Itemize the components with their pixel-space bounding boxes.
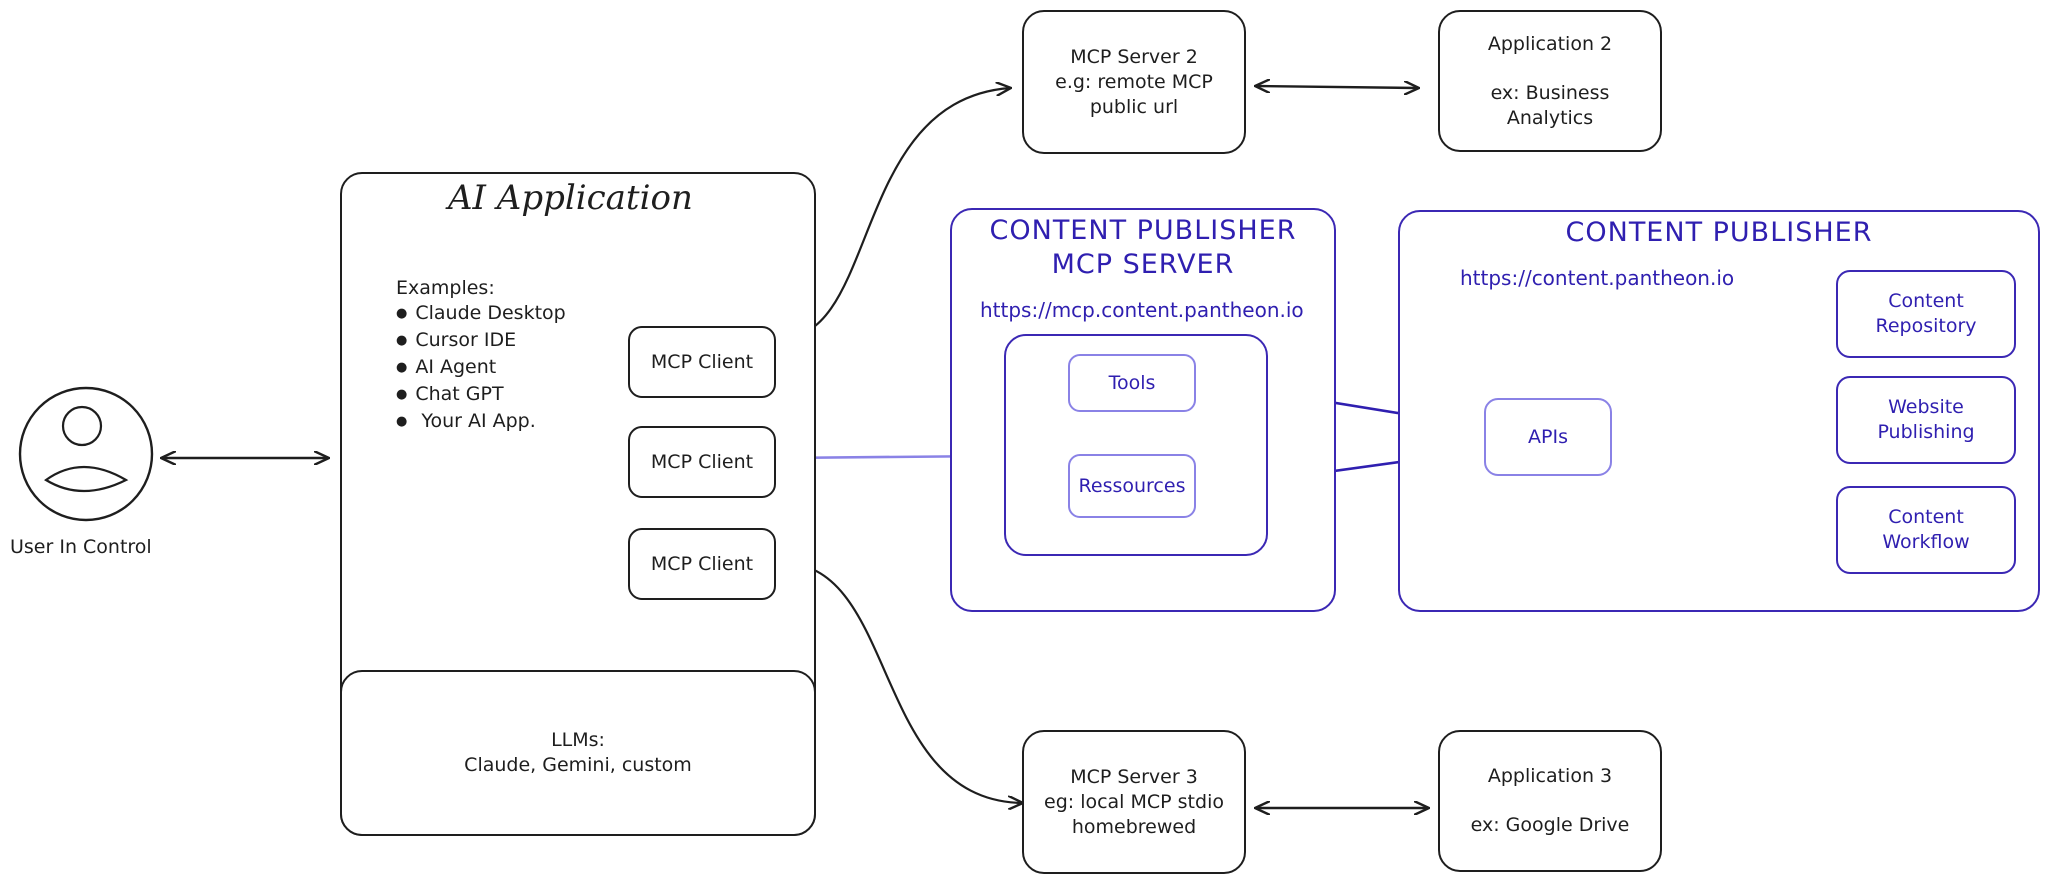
ai-application-title: AI Application xyxy=(448,178,693,218)
website-publishing-box[interactable]: Website Publishing xyxy=(1836,376,2016,464)
application-2-title: Application 2 xyxy=(1487,32,1613,55)
mcp-client-1[interactable]: MCP Client xyxy=(628,326,776,398)
cp-mcp-server-box: CONTENT PUBLISHER MCP SERVER https://mcp… xyxy=(950,208,1336,612)
mcp-server-3-desc: homebrewed xyxy=(1071,815,1197,838)
mcp-server-2-title: MCP Server 2 xyxy=(1070,45,1198,68)
application-3-desc: ex: Google Drive xyxy=(1470,814,1630,836)
cp-mcp-server-title-line: CONTENT PUBLISHER xyxy=(989,215,1297,246)
content-workflow-box[interactable]: Content Workflow xyxy=(1836,486,2016,574)
content-repository-label: Content xyxy=(1888,290,1964,312)
website-publishing-label: Publishing xyxy=(1877,421,1975,443)
example-item: AI Agent xyxy=(396,355,566,382)
content-repository-box[interactable]: Content Repository xyxy=(1836,270,2016,358)
cp-mcp-server-title-line: MCP SERVER xyxy=(1051,249,1235,280)
tools-box[interactable]: Tools xyxy=(1068,354,1196,412)
examples-list: Claude Desktop Cursor IDE AI Agent Chat … xyxy=(396,301,566,436)
mcp-server-2-desc: public url xyxy=(1089,95,1179,118)
llms-heading: LLMs: xyxy=(551,729,605,751)
mcp-client-label: MCP Client xyxy=(650,450,754,473)
example-item: Claude Desktop xyxy=(396,301,565,328)
examples-heading: Examples: xyxy=(396,277,495,299)
cp-mcp-capabilities-box: Tools Ressources xyxy=(1004,334,1268,556)
content-publisher-box: CONTENT PUBLISHER https://content.panthe… xyxy=(1398,210,2040,612)
apis-label: APIs xyxy=(1528,425,1568,448)
mcp-server-2-box: MCP Server 2 e.g: remote MCP public url xyxy=(1022,10,1246,154)
cp-mcp-server-title: CONTENT PUBLISHER MCP SERVER xyxy=(952,214,1334,282)
resources-label: Ressources xyxy=(1078,474,1186,497)
server2-app2-arrow xyxy=(1256,86,1418,88)
application-2-box: Application 2 ex: Business Analytics xyxy=(1438,10,1662,152)
mcp-server-2-desc: e.g: remote MCP xyxy=(1055,70,1213,93)
content-workflow-label: Content xyxy=(1888,506,1964,528)
llms-box: LLMs: Claude, Gemini, custom xyxy=(340,670,816,836)
resources-box[interactable]: Ressources xyxy=(1068,454,1196,518)
website-publishing-label: Website xyxy=(1888,396,1964,418)
example-item: Chat GPT xyxy=(396,382,566,409)
mcp-client-3[interactable]: MCP Client xyxy=(628,528,776,600)
mcp-client-2[interactable]: MCP Client xyxy=(628,426,776,498)
mcp-server-3-desc: eg: local MCP stdio xyxy=(1044,790,1224,813)
application-2-desc: Analytics xyxy=(1506,106,1594,129)
user-label: User In Control xyxy=(10,536,152,558)
content-publisher-url[interactable]: https://content.pantheon.io xyxy=(1460,266,1735,290)
cp-mcp-server-url[interactable]: https://mcp.content.pantheon.io xyxy=(980,298,1304,322)
tools-label: Tools xyxy=(1108,371,1156,394)
content-workflow-label: Workflow xyxy=(1882,531,1970,553)
application-3-box: Application 3 ex: Google Drive xyxy=(1438,730,1662,872)
content-publisher-title: CONTENT PUBLISHER xyxy=(1565,217,1873,248)
llms-list: Claude, Gemini, custom xyxy=(464,754,692,776)
mcp-server-3-title: MCP Server 3 xyxy=(1070,765,1198,788)
example-item: Your AI App. xyxy=(396,409,566,436)
apis-box[interactable]: APIs xyxy=(1484,398,1612,476)
example-item: Cursor IDE xyxy=(396,328,566,355)
mcp-server-3-box: MCP Server 3 eg: local MCP stdio homebre… xyxy=(1022,730,1246,874)
client3-server3-arrow xyxy=(780,563,1022,803)
application-3-title: Application 3 xyxy=(1487,765,1613,787)
application-2-desc: ex: Business xyxy=(1490,81,1610,104)
mcp-client-label: MCP Client xyxy=(650,552,754,575)
user-avatar-icon xyxy=(18,386,154,522)
content-repository-label: Repository xyxy=(1875,315,1977,337)
mcp-client-label: MCP Client xyxy=(650,350,754,373)
